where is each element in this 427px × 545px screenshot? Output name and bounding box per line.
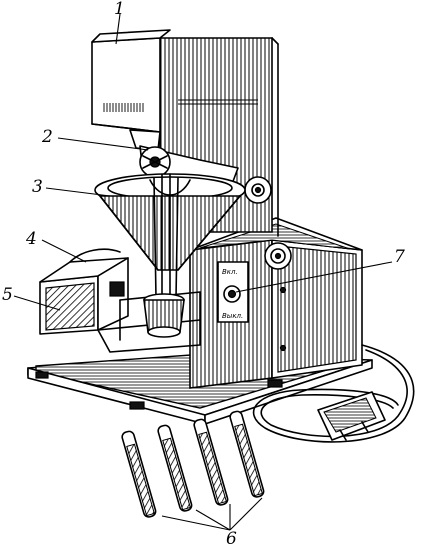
callout-6: 6 (226, 529, 237, 545)
switch-label-on: Вкл. (222, 268, 238, 276)
vent-slots (103, 103, 144, 112)
rod-4 (229, 410, 265, 498)
side-frame (39, 248, 201, 353)
callout-5: 5 (2, 285, 13, 305)
cap-knob-icon (244, 176, 272, 204)
rod-3 (193, 418, 229, 506)
callout-2: 2 (41, 127, 53, 147)
leader-lines (13, 13, 393, 531)
spare-rods (121, 410, 265, 518)
callout-1: 1 (114, 0, 125, 19)
callout-7: 7 (394, 247, 405, 267)
mixing-head (139, 145, 272, 204)
rod-2 (157, 424, 193, 512)
cup (143, 293, 185, 338)
power-cord (252, 344, 415, 443)
plug-icon (317, 391, 386, 441)
top-casing (91, 29, 171, 151)
funnel (94, 173, 246, 301)
rod-1 (121, 430, 157, 518)
motor-housing: Вкл. Выкл. (189, 217, 363, 389)
callout-3: 3 (32, 177, 43, 197)
callout-4: 4 (25, 229, 37, 249)
switch-label-off: Выкл. (222, 312, 243, 320)
